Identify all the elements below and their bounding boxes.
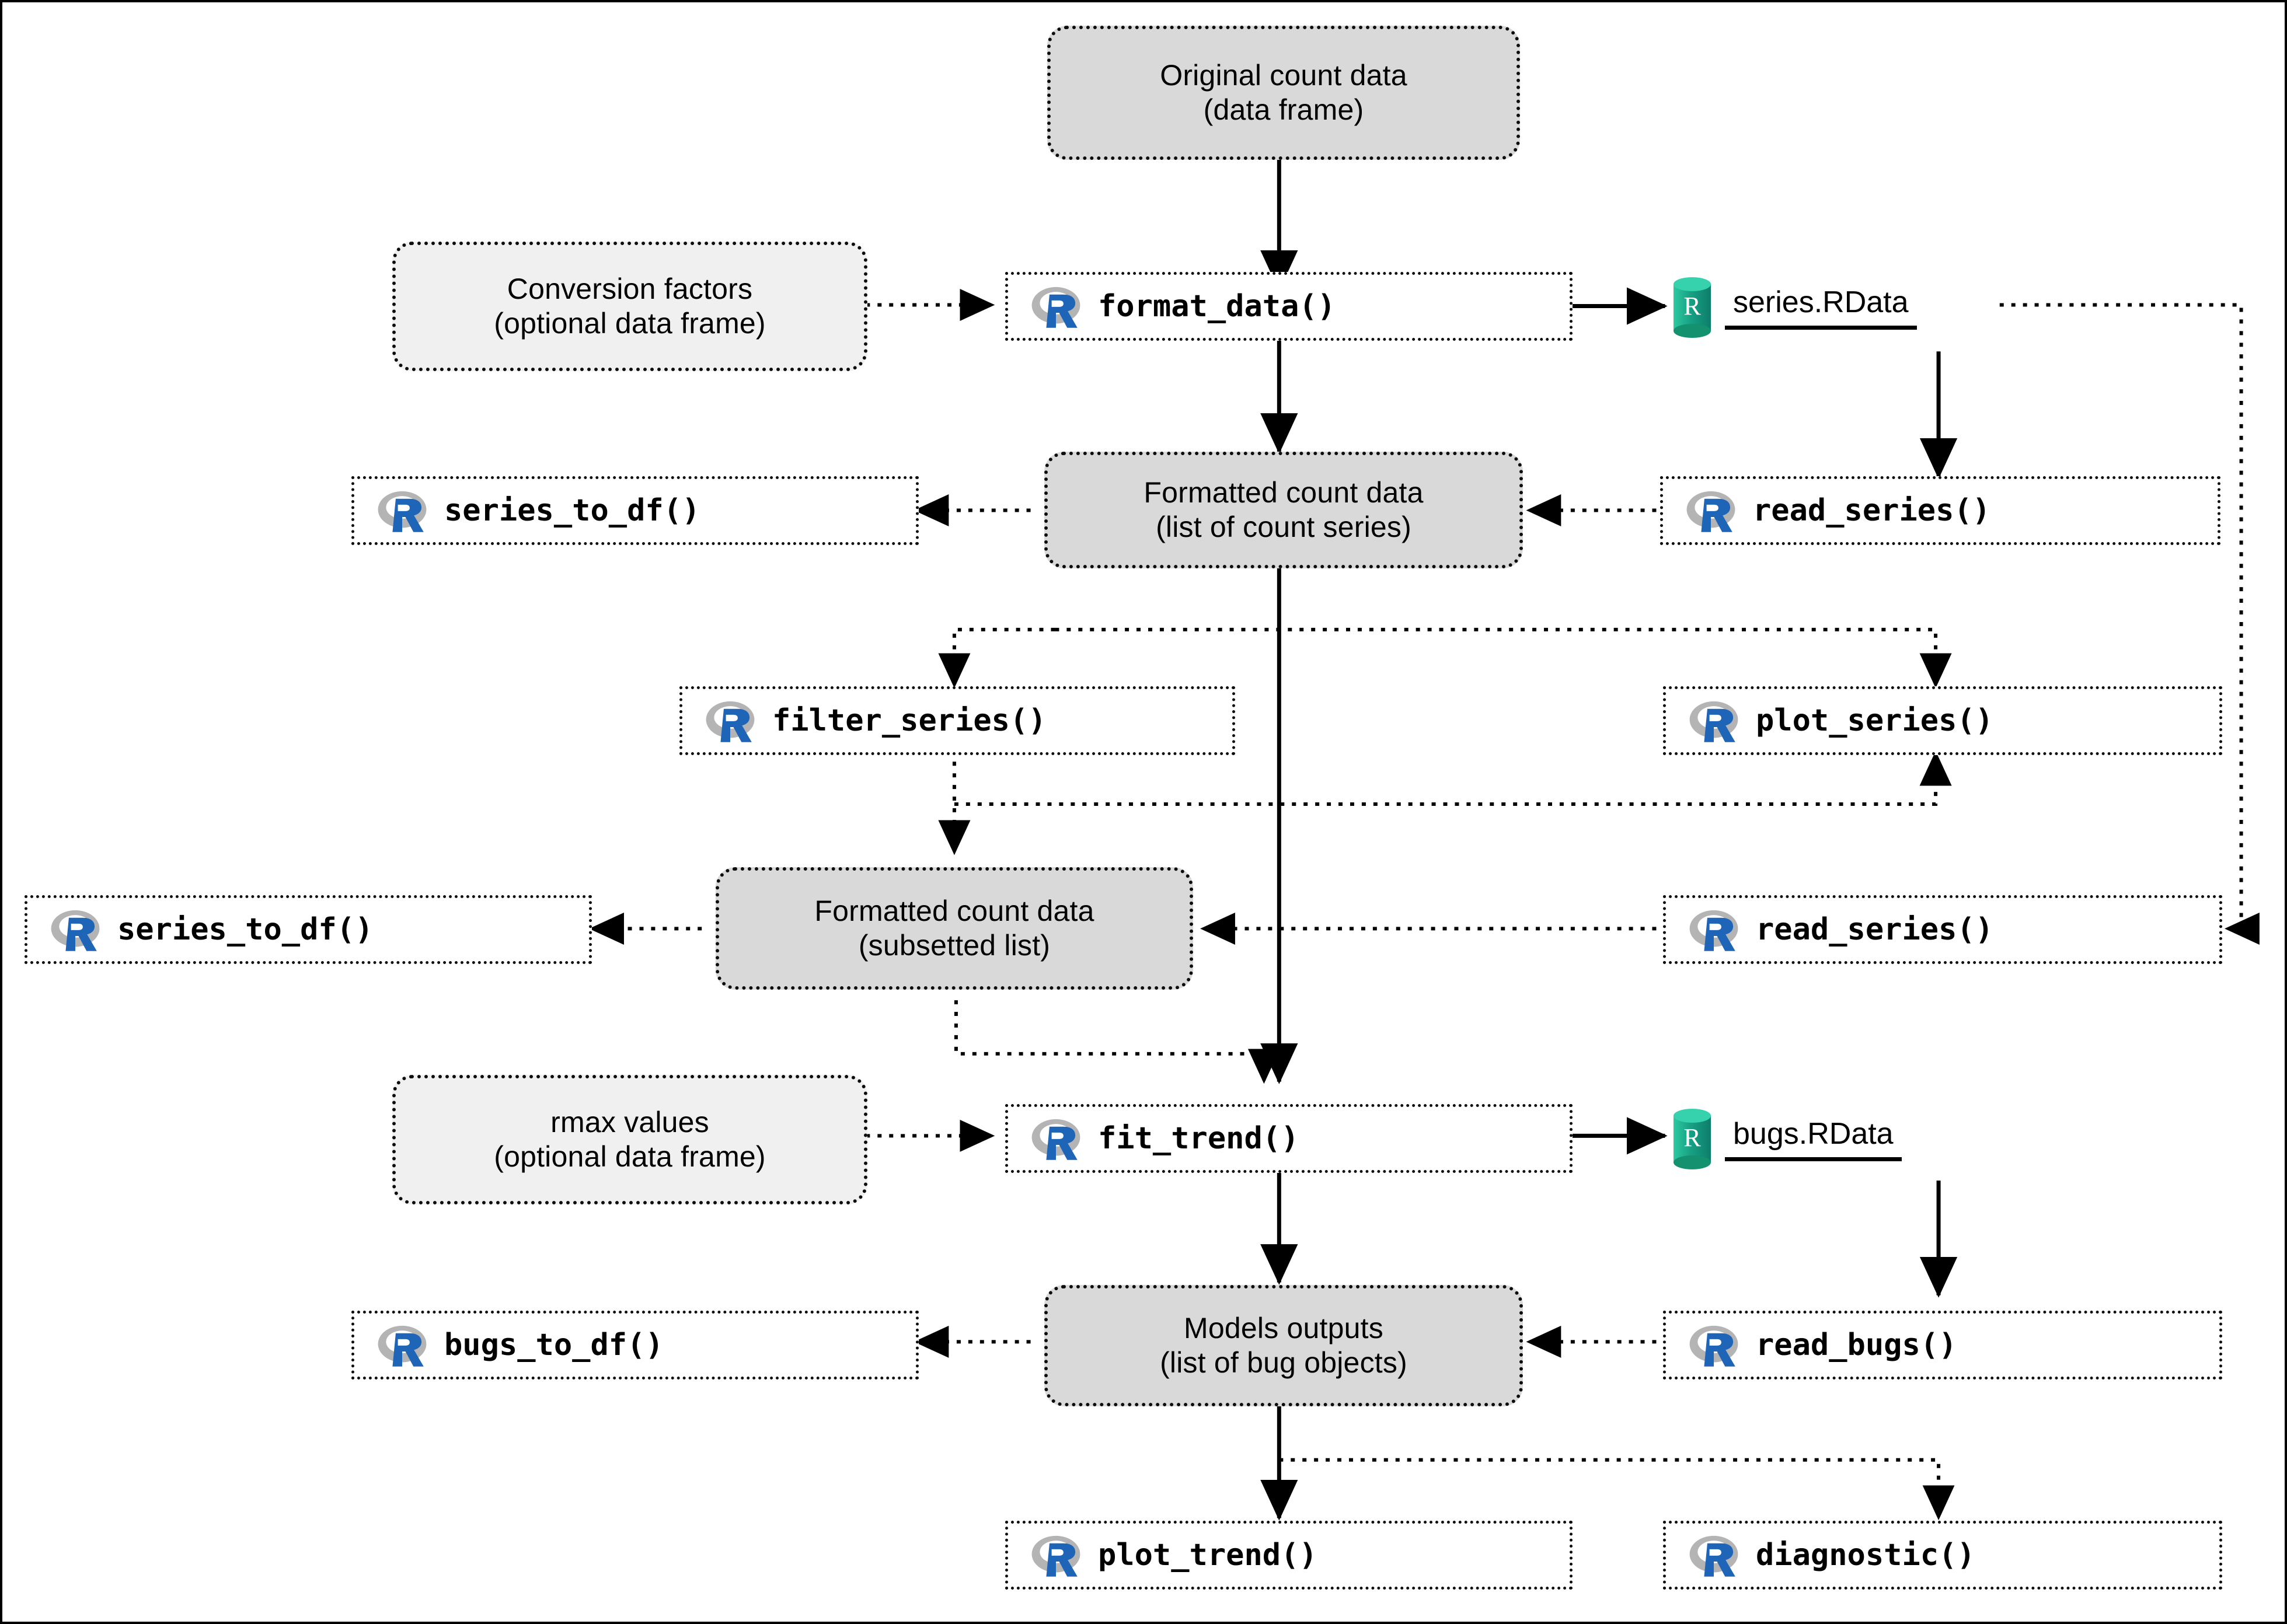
node-bugs-rdata[interactable]: R bugs.RData (1669, 1099, 2042, 1178)
node-fit-trend[interactable]: fit_trend() (1005, 1104, 1573, 1173)
r-logo-icon (1031, 1119, 1080, 1160)
node-read-series-top[interactable]: read_series() (1660, 476, 2220, 545)
node-label: series_to_df() (117, 912, 374, 947)
node-label-line1: rmax values (550, 1106, 709, 1138)
node-label-line1: Formatted count data (1144, 476, 1424, 509)
r-logo-icon (1031, 287, 1080, 328)
edge-models-to-diagnostic (1279, 1458, 1955, 1521)
node-models-outputs: Models outputs (list of bug objects) (1044, 1285, 1523, 1406)
node-label: bugs.RData (1725, 1116, 1902, 1161)
r-logo-icon (706, 701, 755, 742)
node-read-series-mid[interactable]: read_series() (1663, 895, 2222, 964)
node-series-to-df-top[interactable]: series_to_df() (351, 476, 919, 545)
r-logo-icon (51, 910, 100, 951)
r-logo-icon (1689, 910, 1738, 951)
node-series-to-df-mid[interactable]: series_to_df() (25, 895, 592, 964)
node-label-line2: (list of bug objects) (1160, 1346, 1407, 1379)
svg-text:R: R (1683, 1123, 1701, 1152)
svg-text:R: R (1683, 292, 1701, 320)
node-label-line1: Models outputs (1184, 1312, 1383, 1344)
node-label: series_to_df() (444, 493, 700, 528)
node-diagnostic[interactable]: diagnostic() (1663, 1521, 2222, 1590)
node-label-line2: (subsetted list) (858, 929, 1051, 962)
node-label-line1: Original count data (1160, 59, 1407, 92)
r-logo-icon (1689, 701, 1738, 742)
rdata-cylinder-icon: R (1674, 277, 1711, 338)
node-label-line2: (optional data frame) (494, 307, 766, 340)
node-formatted-count-data-list: Formatted count data (list of count seri… (1044, 452, 1523, 568)
node-label: series.RData (1725, 285, 1917, 330)
node-label: bugs_to_df() (444, 1328, 664, 1363)
node-label: read_bugs() (1756, 1328, 1957, 1363)
r-logo-icon (1031, 1535, 1080, 1577)
node-label: read_series() (1756, 912, 1993, 947)
node-original-count-data: Original count data (data frame) (1047, 26, 1520, 160)
node-label-line2: (data frame) (1203, 93, 1364, 126)
node-label-line1: Conversion factors (507, 273, 753, 305)
r-logo-icon (1686, 491, 1735, 532)
node-label: format_data() (1098, 289, 1336, 324)
r-logo-icon (378, 491, 427, 532)
node-formatted-count-data-subset: Formatted count data (subsetted list) (716, 867, 1193, 990)
node-plot-series[interactable]: plot_series() (1663, 686, 2222, 755)
edge-formatted-to-filterseries (938, 627, 1055, 689)
node-format-data[interactable]: format_data() (1005, 272, 1573, 341)
r-logo-icon (378, 1325, 427, 1367)
node-bugs-to-df[interactable]: bugs_to_df() (351, 1311, 919, 1379)
node-label: read_series() (1753, 493, 1990, 528)
edge-formatted-to-plotseries (1055, 627, 1952, 689)
node-conversion-factors: Conversion factors (optional data frame) (392, 242, 867, 371)
node-label: filter_series() (772, 703, 1047, 738)
node-label: fit_trend() (1098, 1121, 1299, 1156)
rdata-cylinder-icon: R (1674, 1108, 1711, 1169)
r-logo-icon (1689, 1535, 1738, 1577)
node-label-line2: (list of count series) (1156, 511, 1411, 543)
node-rmax-values: rmax values (optional data frame) (392, 1075, 867, 1204)
node-label: plot_trend() (1098, 1538, 1317, 1573)
edge-subset-to-plotseries (954, 750, 1952, 806)
edge-subset-to-fittrend (954, 1000, 1280, 1084)
node-plot-trend[interactable]: plot_trend() (1005, 1521, 1573, 1590)
node-label-line2: (optional data frame) (494, 1140, 766, 1173)
node-read-bugs[interactable]: read_bugs() (1663, 1311, 2222, 1379)
edge-seriesrdata-to-readseriesmid (1999, 303, 2260, 945)
node-label-line1: Formatted count data (814, 895, 1094, 927)
node-series-rdata[interactable]: R series.RData (1669, 268, 2042, 347)
node-label: plot_series() (1756, 703, 1993, 738)
r-logo-icon (1689, 1325, 1738, 1367)
node-label: diagnostic() (1756, 1538, 1975, 1573)
node-filter-series[interactable]: filter_series() (679, 686, 1235, 755)
